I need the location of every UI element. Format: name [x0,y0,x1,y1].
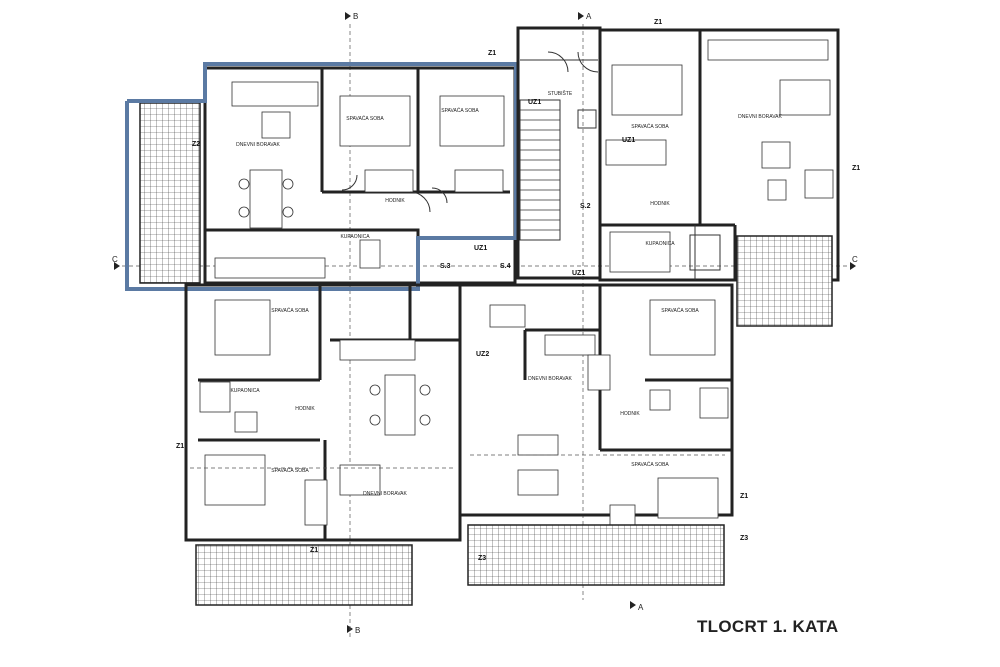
svg-text:C: C [852,255,858,264]
svg-text:HODNIK: HODNIK [650,201,670,207]
svg-text:Z1: Z1 [310,547,318,554]
section-marker-b-bottom: B [347,625,360,635]
svg-text:SPAVAĆA SOBA: SPAVAĆA SOBA [271,467,309,474]
apartment-upper-left: DNEVNI BORAVAK SPAVAĆA SOBA SPAVAĆA SOBA… [203,66,517,285]
highlighted-apartment-outline [125,62,518,291]
svg-text:A: A [586,12,592,21]
svg-text:DNEVNI BORAVAK: DNEVNI BORAVAK [363,491,407,497]
apartment-lower-right: DNEVNI BORAVAK SPAVAĆA SOBA HODNIK SPAVA… [458,283,734,531]
svg-text:SPAVAĆA SOBA: SPAVAĆA SOBA [346,115,384,122]
balcony-lower-right [467,524,725,586]
balcony-upper-right [736,235,833,327]
svg-text:Z1: Z1 [176,443,184,450]
svg-text:UZ1: UZ1 [528,99,541,106]
svg-text:S.4: S.4 [500,263,511,270]
svg-text:SPAVAĆA SOBA: SPAVAĆA SOBA [441,107,479,114]
svg-text:Z1: Z1 [488,50,496,57]
svg-text:SPAVAĆA SOBA: SPAVAĆA SOBA [271,307,309,314]
svg-text:Z1: Z1 [852,165,860,172]
svg-text:HODNIK: HODNIK [385,198,405,204]
svg-text:UZ2: UZ2 [476,351,489,358]
svg-text:Z3: Z3 [740,535,748,542]
svg-text:DNEVNI BORAVAK: DNEVNI BORAVAK [738,114,782,120]
balcony-lower-left [195,544,413,606]
svg-text:SPAVAĆA SOBA: SPAVAĆA SOBA [631,123,669,130]
svg-text:DNEVNI BORAVAK: DNEVNI BORAVAK [236,142,280,148]
svg-text:KUPAONICA: KUPAONICA [230,388,260,394]
balcony-upper-left [139,102,201,284]
svg-text:B: B [353,12,358,21]
svg-text:C: C [112,255,118,264]
svg-text:Z1: Z1 [654,19,662,26]
svg-text:DNEVNI BORAVAK: DNEVNI BORAVAK [528,376,572,382]
svg-text:A: A [638,603,644,612]
stair-core: STUBIŠTE [516,26,602,280]
svg-text:B: B [355,626,360,635]
section-marker-a-top: A [578,12,592,21]
svg-text:UZ1: UZ1 [622,137,635,144]
plan-title: TLOCRT 1. KATA [697,617,839,636]
svg-text:STUBIŠTE: STUBIŠTE [548,90,573,97]
svg-text:UZ1: UZ1 [474,245,487,252]
svg-text:HODNIK: HODNIK [295,406,315,412]
svg-text:S.2: S.2 [580,203,591,210]
svg-text:S.3: S.3 [440,263,451,270]
svg-text:SPAVAĆA SOBA: SPAVAĆA SOBA [661,307,699,314]
section-marker-c-right: C [850,255,858,270]
svg-text:HODNIK: HODNIK [620,411,640,417]
apartment-lower-left: SPAVAĆA SOBA KUPAONICA HODNIK SPAVAĆA SO… [184,283,462,542]
wall-tags: Z1 Z1 Z1 Z1 Z1 Z1 Z2 Z3 Z3 UZ1 UZ1 UZ1 U… [176,19,860,562]
svg-text:SPAVAĆA SOBA: SPAVAĆA SOBA [631,461,669,468]
svg-text:Z1: Z1 [740,493,748,500]
svg-text:Z3: Z3 [478,555,486,562]
apartment-upper-right: SPAVAĆA SOBA DNEVNI BORAVAK HODNIK KUPAO… [598,28,840,282]
section-marker-c-left: C [112,255,120,270]
svg-text:KUPAONICA: KUPAONICA [645,241,675,247]
svg-text:KUPAONICA: KUPAONICA [340,234,370,240]
svg-text:UZ1: UZ1 [572,270,585,277]
svg-text:Z2: Z2 [192,141,200,148]
section-marker-b-top: B [345,12,358,21]
section-marker-a-bottom: A [630,601,644,612]
